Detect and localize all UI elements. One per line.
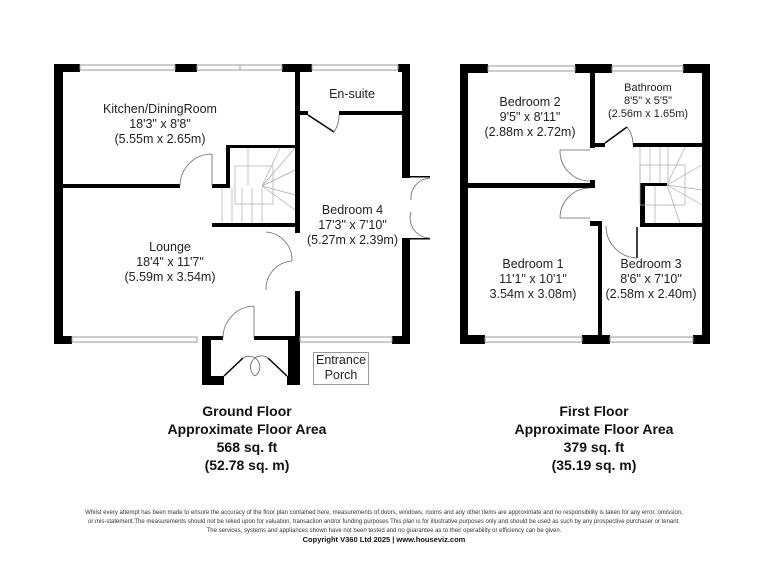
first-floor-doors [559, 126, 638, 259]
room-dimensions-imperial: 8'6" x 7'10" [620, 272, 682, 286]
copyright: Copyright V360 Ltd 2025 | www.houseviz.c… [302, 535, 466, 544]
room-dimensions-metric: (2.58m x 2.40m) [605, 287, 697, 301]
ground-floor-summary: Ground Floor Approximate Floor Area 568 … [147, 402, 347, 474]
floor-area-label: Approximate Floor Area [514, 421, 674, 437]
room-label-entrance-porch: Entrance Porch [313, 352, 369, 385]
floor-title: Ground Floor [202, 403, 292, 419]
room-label-lounge: Lounge 18'4" x 11'7" (5.59m x 3.54m) [110, 240, 230, 285]
room-label-bathroom: Bathroom 8'5" x 5'5" (2.56m x 1.65m) [598, 82, 698, 121]
room-dimensions-metric: (5.55m x 2.65m) [114, 132, 206, 146]
floor-area-sqm: (52.78 sq. m) [204, 457, 290, 473]
room-dimensions-imperial: 18'3" x 8'8" [129, 117, 191, 131]
disclaimer: Whilst every attempt has been made to en… [0, 509, 768, 536]
room-dimensions-imperial: 17'3" x 7'10" [318, 218, 387, 232]
floor-area-sqft: 568 sq. ft [216, 439, 278, 455]
room-name: Bedroom 2 [499, 95, 561, 109]
ground-floor-stairs [221, 147, 296, 223]
room-name: Kitchen/DiningRoom [103, 102, 217, 116]
room-label-bedroom-1: Bedroom 1 11'1" x 10'1" 3.54m x 3.08m) [478, 257, 588, 302]
first-floor-walls [460, 64, 710, 344]
room-dimensions-imperial: 8'5" x 5'5" [623, 95, 673, 107]
room-label-kitchen: Kitchen/DiningRoom 18'3" x 8'8" (5.55m x… [95, 102, 225, 147]
room-name: En-suite [329, 87, 375, 101]
room-name: Lounge [149, 240, 191, 254]
room-dimensions-metric: (5.27m x 2.39m) [306, 233, 398, 247]
first-floor-stairs [639, 146, 703, 224]
floor-title: First Floor [559, 403, 629, 419]
disclaimer-line: The services, systems and appliances sho… [206, 528, 562, 534]
room-name-line2: Porch [324, 368, 358, 382]
room-name: Bedroom 4 [321, 203, 384, 217]
floor-area-sqft: 379 sq. ft [563, 439, 625, 455]
ground-floor-windows [71, 64, 399, 343]
room-dimensions-metric: (2.56m x 1.65m) [607, 108, 689, 120]
room-dimensions-imperial: 9'5" x 8'11" [499, 110, 561, 124]
first-floor-windows [484, 65, 694, 343]
ground-floor-walls [54, 64, 430, 385]
room-name: Bathroom [624, 82, 672, 94]
room-name: Bedroom 3 [620, 257, 682, 271]
room-dimensions-metric: (5.59m x 3.54m) [124, 270, 216, 284]
room-name-line1: Entrance [315, 353, 367, 367]
room-label-bedroom-4: Bedroom 4 17'3" x 7'10" (5.27m x 2.39m) [300, 203, 405, 248]
disclaimer-line: Whilst every attempt has been made to en… [85, 510, 683, 516]
room-dimensions-imperial: 18'4" x 11'7" [136, 255, 204, 269]
room-dimensions-imperial: 11'1" x 10'1" [499, 272, 567, 286]
first-floor-summary: First Floor Approximate Floor Area 379 s… [494, 402, 694, 474]
room-dimensions-metric: (2.88m x 2.72m) [484, 125, 576, 139]
room-label-bedroom-2: Bedroom 2 9'5" x 8'11" (2.88m x 2.72m) [475, 95, 585, 140]
ground-floor-doors [179, 114, 431, 377]
room-name: Bedroom 1 [502, 257, 564, 271]
disclaimer-line: or mis-statement.The measurements should… [88, 519, 680, 525]
room-label-bedroom-3: Bedroom 3 8'6" x 7'10" (2.58m x 2.40m) [601, 257, 701, 302]
floor-area-sqm: (35.19 sq. m) [551, 457, 637, 473]
room-label-ensuite: En-suite [312, 87, 392, 102]
room-dimensions-metric: 3.54m x 3.08m) [489, 287, 577, 301]
floor-area-label: Approximate Floor Area [167, 421, 327, 437]
